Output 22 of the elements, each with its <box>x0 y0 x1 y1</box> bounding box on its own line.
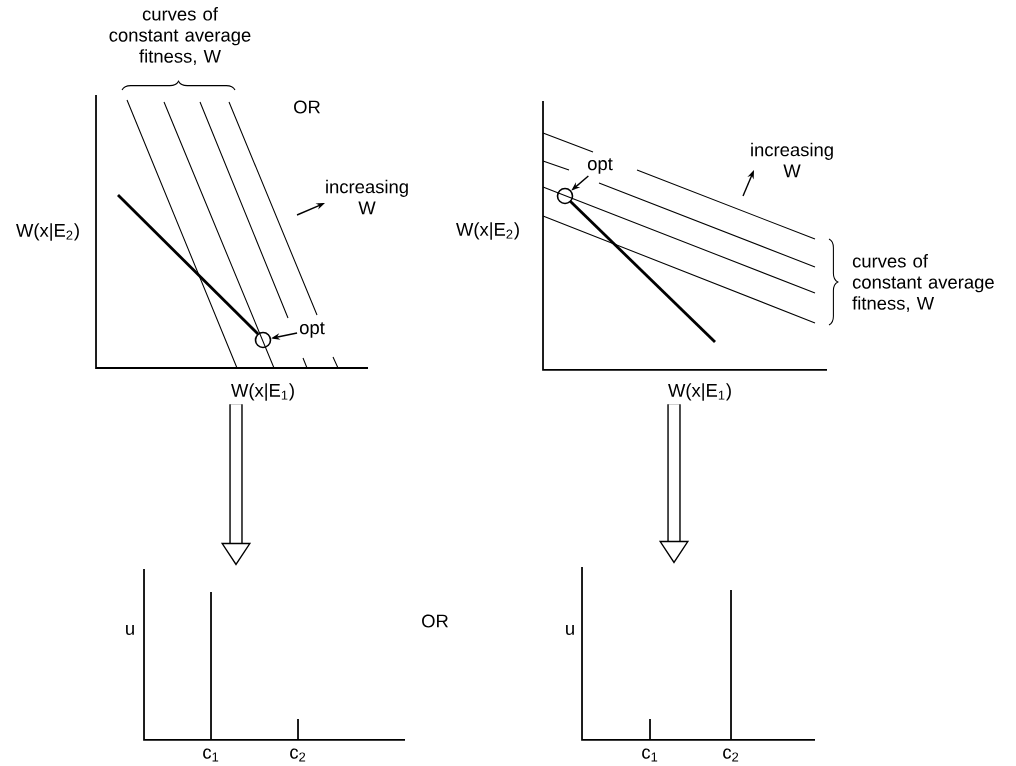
annotation-text: increasing W <box>326 179 408 215</box>
curve-label: curves of constant average fitness, W <box>109 7 251 65</box>
circle-marker <box>254 331 272 349</box>
bar-plot-drawing <box>581 566 816 741</box>
tick-label: c$_{2}$ <box>723 748 739 762</box>
axis-label: u <box>566 625 574 635</box>
bar-plot-drawing <box>143 568 406 741</box>
circle-marker <box>556 187 574 205</box>
or-label: OR <box>422 614 448 628</box>
axis-label: u <box>126 625 134 635</box>
axis-label: W(x|E$_{2}$) <box>456 222 519 240</box>
tick-label: c$_{1}$ <box>642 748 658 762</box>
axis-label: W(x|E$_{2}$) <box>16 223 79 241</box>
tick-label: c$_{2}$ <box>290 748 306 762</box>
annotation-text: opt <box>587 158 613 174</box>
annotation-text: increasing W <box>751 142 833 178</box>
axis-label: W(x|E$_{1}$) <box>668 383 731 401</box>
curve-label: curves of constant average fitness, W <box>852 254 994 312</box>
tick-label: c$_{1}$ <box>203 748 219 762</box>
or-label: OR <box>294 100 320 114</box>
annotation-text: opt <box>299 322 325 338</box>
axis-label: W(x|E$_{1}$) <box>231 383 294 401</box>
